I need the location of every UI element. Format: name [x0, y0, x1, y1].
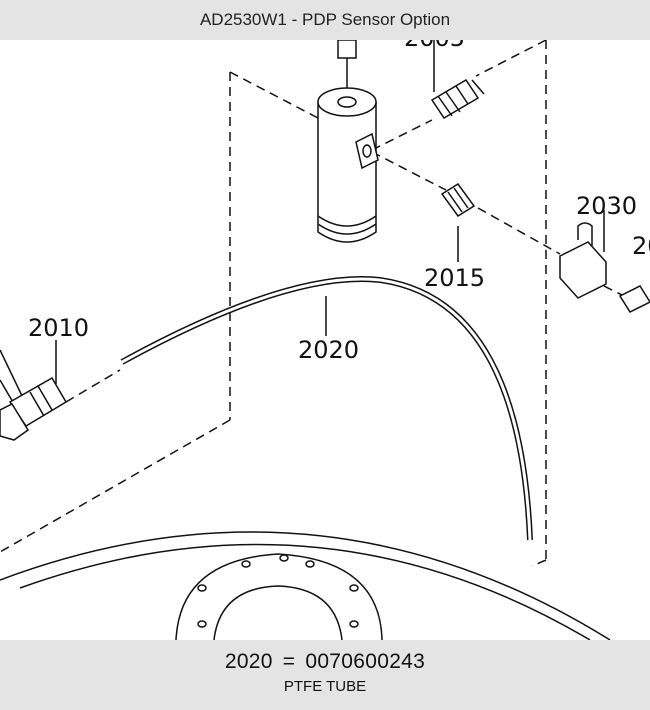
part-description: PTFE TUBE: [283, 678, 367, 695]
exploded-view: 2005 2030 20 2015 2010 2020: [0, 40, 650, 640]
part-info-panel: 2020 = 0070600243 PTFE TUBE: [0, 640, 650, 710]
callout-2005[interactable]: 2005: [404, 40, 465, 52]
window-title: AD2530W1 - PDP Sensor Option: [199, 10, 451, 29]
title-bar: AD2530W1 - PDP Sensor Option: [0, 0, 650, 40]
fitting-2030[interactable]: [559, 210, 650, 313]
fitting-2015[interactable]: [440, 182, 476, 262]
fitting-2005[interactable]: [430, 40, 485, 120]
parts-diagram[interactable]: 2005 2030 20 2015 2010 2020: [0, 40, 650, 640]
callout-2030[interactable]: 2030: [576, 192, 637, 220]
dashed-frame: [0, 40, 629, 567]
base-dish: [0, 531, 611, 640]
ptfe-tube-2020[interactable]: [120, 276, 533, 541]
callout-2010[interactable]: 2010: [28, 314, 89, 342]
part-number-line: 2020 = 0070600243: [0, 650, 650, 674]
part-number: 0070600243: [305, 650, 426, 673]
item-number: 2020: [224, 650, 273, 673]
sensor-cylinder[interactable]: [317, 40, 379, 243]
equals-sign: =: [282, 650, 296, 673]
callout-20xx[interactable]: 20: [632, 232, 650, 260]
callout-2015[interactable]: 2015: [424, 264, 485, 292]
callout-2020[interactable]: 2020: [298, 336, 359, 364]
fitting-2010[interactable]: [0, 340, 68, 441]
